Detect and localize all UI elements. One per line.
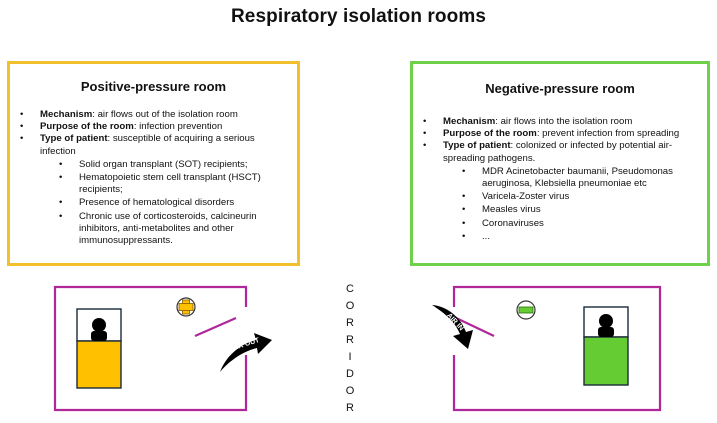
positive-mechanism-item: Mechanism: air flows out of the isolatio… <box>20 109 290 121</box>
patient-body-icon <box>91 331 107 341</box>
corridor-letter: R <box>346 402 354 414</box>
negative-purpose-item: Purpose of the room: prevent infection f… <box>423 128 705 140</box>
negative-info-list: Mechanism: air flows into the isolation … <box>423 116 705 243</box>
negative-card-title: Negative-pressure room <box>485 81 635 96</box>
corridor-letter: D <box>346 368 354 380</box>
positive-pressure-plus-icon <box>176 297 196 317</box>
corridor-letter: O <box>345 300 355 312</box>
list-item: Coronaviruses <box>443 218 705 230</box>
negative-pressure-minus-icon <box>516 300 536 320</box>
list-item: Chronic use of corticosteroids, calcineu… <box>40 211 290 248</box>
list-item: Measles virus <box>443 204 705 216</box>
type-text: : colonized or infected by potential air… <box>443 140 673 164</box>
mechanism-label: Mechanism <box>40 109 93 120</box>
negative-room: AIR IN <box>432 285 662 412</box>
air-in-arrow-icon: AIR IN <box>432 305 473 349</box>
negative-type-item: Type of patient: colonized or infected b… <box>423 140 705 243</box>
negative-mechanism-item: Mechanism: air flows into the isolation … <box>423 116 705 128</box>
mechanism-text: : air flows into the isolation room <box>495 116 633 127</box>
corridor-letter: I <box>348 351 352 363</box>
positive-room-door <box>194 316 237 338</box>
positive-room-wall <box>53 285 248 412</box>
positive-patient-list: Solid organ transplant (SOT) recipients;… <box>40 159 290 247</box>
positive-room: AIR OUT <box>53 285 272 412</box>
positive-type-item: Type of patient: susceptible of acquirin… <box>20 133 290 247</box>
list-item: Solid organ transplant (SOT) recipients; <box>40 159 290 171</box>
list-item: MDR Acinetobacter baumanii, Pseudomonas … <box>443 166 705 190</box>
negative-room-wall <box>452 285 662 412</box>
mechanism-text: : air flows out of the isolation room <box>92 109 238 120</box>
positive-purpose-item: Purpose of the room: infection preventio… <box>20 121 290 133</box>
list-item: Hematopoietic stem cell transplant (HSCT… <box>40 172 290 196</box>
patient-head-icon <box>92 318 106 332</box>
list-item: ... <box>443 231 705 243</box>
positive-pressure-card: Positive-pressure room Mechanism: air fl… <box>7 61 300 266</box>
mechanism-label: Mechanism <box>443 116 496 127</box>
air-in-label: AIR IN <box>445 312 464 332</box>
purpose-label: Purpose of the room <box>40 121 134 133</box>
negative-bed <box>583 336 629 386</box>
type-text: : susceptible of acquiring a serious inf… <box>40 133 255 157</box>
purpose-label: Purpose of the room <box>443 128 537 140</box>
purpose-text: : infection prevention <box>133 121 223 133</box>
positive-info-list: Mechanism: air flows out of the isolatio… <box>20 109 290 247</box>
type-label: Type of patient <box>40 133 108 145</box>
negative-pathogen-list: MDR Acinetobacter baumanii, Pseudomonas … <box>443 166 705 243</box>
negative-room-door <box>453 316 495 337</box>
patient-head-icon <box>599 314 613 328</box>
corridor-letter: R <box>346 334 354 346</box>
list-item: Presence of hematological disorders <box>40 197 290 209</box>
corridor-letter: C <box>346 283 354 295</box>
page-title: Respiratory isolation rooms <box>230 6 487 27</box>
positive-card-title: Positive-pressure room <box>80 79 227 94</box>
patient-body-icon <box>598 327 614 337</box>
corridor-letter: R <box>346 317 354 329</box>
purpose-text: : prevent infection from spreading <box>536 128 680 140</box>
corridor-letter: O <box>345 385 355 397</box>
list-item: Varicela-Zoster virus <box>443 191 705 203</box>
negative-pressure-card: Negative-pressure room Mechanism: air fl… <box>410 61 710 266</box>
positive-bed <box>76 340 122 389</box>
type-label: Type of patient <box>443 140 511 152</box>
